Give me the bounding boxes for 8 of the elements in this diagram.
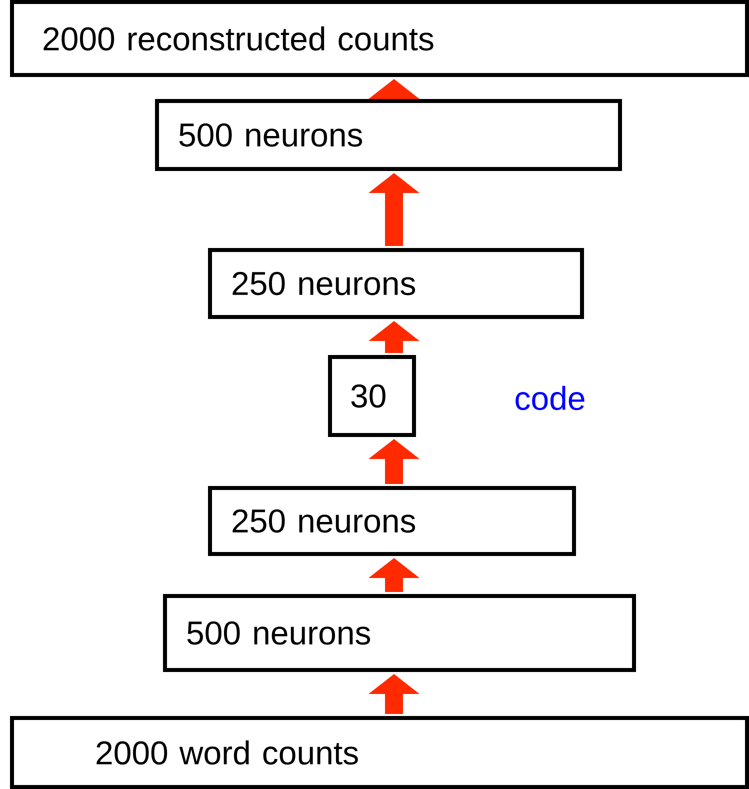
layer-box: 250 neurons: [208, 486, 576, 556]
layer-box: 250 neurons: [208, 248, 584, 319]
layer-box: 30: [328, 355, 416, 437]
layer-box: 500 neurons: [155, 99, 622, 171]
layer-box: 500 neurons: [163, 594, 636, 672]
annotation: code: [516, 386, 584, 410]
layer-box: 2000 reconstructed counts: [10, 0, 749, 77]
layer-box: 2000 word counts: [10, 716, 749, 789]
